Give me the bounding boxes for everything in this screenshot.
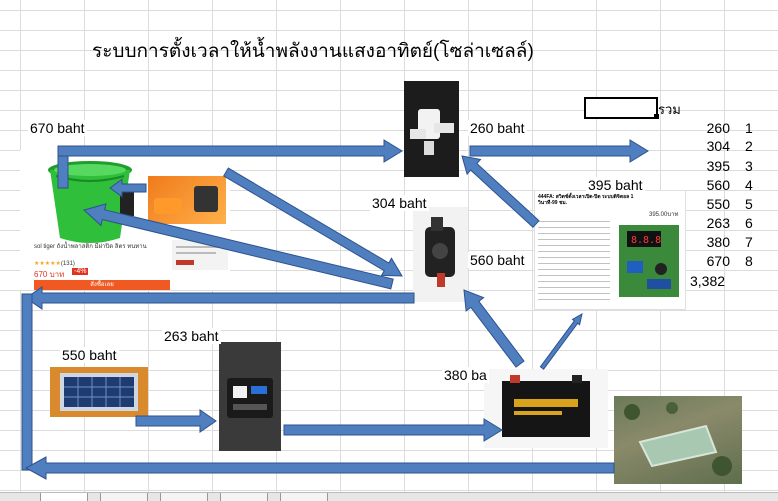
row-value: 380	[706, 234, 730, 250]
price-pump: 304 baht	[370, 195, 429, 211]
arrow-tank-to-valve	[57, 139, 403, 163]
row-index: 8	[745, 253, 753, 269]
row-value: 550	[706, 196, 730, 212]
controller-icon	[227, 378, 273, 418]
tank-card-price: 670 บาท	[34, 270, 65, 279]
row-value: 670	[706, 253, 730, 269]
table-row: 304 2	[660, 138, 760, 158]
row-index: 1	[745, 120, 753, 136]
timer-card-price: 395.00บาท	[649, 212, 679, 218]
price-560: 560 baht	[468, 252, 527, 268]
table-row: 260 1	[660, 120, 760, 140]
total-value: 3,382	[690, 273, 726, 289]
table-row: 263 6	[660, 215, 760, 235]
charge-controller-photo[interactable]	[219, 342, 281, 451]
sheet-tab[interactable]	[220, 493, 268, 501]
pump-box-photo	[148, 176, 226, 224]
arrow-pump-to-left	[25, 286, 415, 310]
sheet-tab[interactable]	[40, 493, 88, 501]
row-value: 260	[706, 120, 730, 136]
row-value: 395	[706, 158, 730, 174]
water-pump-photo[interactable]	[413, 207, 468, 302]
price-tank: 670 baht	[28, 120, 87, 136]
row-index: 3	[745, 158, 753, 174]
sheet-tab[interactable]	[100, 493, 148, 501]
diagram-title: ระบบการตั้งเวลาให้น้ำพลังงานแสงอาทิตย์(โ…	[92, 41, 534, 62]
arrow-valve-to-sheet	[469, 139, 649, 163]
solar-panel-icon	[60, 373, 138, 411]
svg-text:8.8.8: 8.8.8	[631, 235, 661, 246]
sheet-tab[interactable]	[160, 493, 208, 501]
product-details-strip	[172, 240, 228, 270]
price-timer: 395 baht	[586, 177, 645, 193]
table-row: 395 3	[660, 158, 760, 178]
timer-card-text	[538, 221, 610, 301]
tank-card-name: sol tiger ถังน้ำพลาสติก มีฝาปิด ลิตร ทนท…	[34, 244, 147, 250]
sheet-tab-bar	[0, 492, 778, 501]
timer-card-title: 444FA: สวิตช์ตั้งเวลาเปิด-ปิด ระบบดิจิตอ…	[538, 194, 634, 206]
sum-label: รวม	[658, 102, 681, 117]
row-value: 263	[706, 215, 730, 231]
arrow-controller-to-battery	[283, 418, 503, 442]
satellite-map-photo[interactable]	[614, 396, 742, 484]
arrow-panel-to-controller	[135, 409, 217, 433]
valve-icon	[410, 109, 454, 155]
price-panel: 550 baht	[60, 347, 119, 363]
row-index: 5	[745, 196, 753, 212]
sheet-tab[interactable]	[280, 493, 328, 501]
arrow-left-vertical	[21, 293, 33, 471]
table-row: 380 7	[660, 234, 760, 254]
table-row: 560 4	[660, 177, 760, 197]
map-icon	[624, 402, 732, 476]
arrow-pump-to-tank	[82, 203, 394, 290]
table-row: 670 8	[660, 253, 760, 273]
row-value: 560	[706, 177, 730, 193]
row-index: 7	[745, 234, 753, 250]
row-value: 304	[706, 138, 730, 154]
row-index: 4	[745, 177, 753, 193]
price-battery: 380 ba	[442, 367, 489, 383]
buy-button[interactable]: สั่งซื้อเลย	[34, 280, 170, 290]
timer-board-icon: 8.8.8	[619, 225, 679, 297]
discount-badge: -4%	[72, 268, 89, 275]
price-controller: 263 baht	[162, 328, 221, 344]
arrow-tank-to-pump	[223, 167, 403, 277]
solar-panel-photo[interactable]	[50, 367, 148, 417]
arrow-battery-to-timer	[539, 313, 583, 370]
row-index: 2	[745, 138, 753, 154]
pump-icon	[425, 217, 455, 287]
arrow-timer-to-valve	[461, 155, 540, 229]
arrow-thumb-to-tank	[109, 178, 147, 198]
price-valve: 260 baht	[468, 120, 527, 136]
selected-cell[interactable]	[584, 97, 658, 119]
rating-count: (131)	[60, 261, 75, 267]
arrow-battery-to-pump	[463, 289, 525, 368]
battery-photo[interactable]	[484, 369, 608, 448]
small-thumb	[120, 186, 134, 216]
fill-handle[interactable]	[654, 114, 659, 119]
arrow-bottom-to-left	[24, 456, 615, 480]
table-row: 550 5	[660, 196, 760, 216]
solenoid-valve-photo[interactable]	[404, 81, 459, 177]
row-index: 6	[745, 215, 753, 231]
battery-icon	[502, 375, 590, 437]
rating-stars: ★★★★★(131)	[34, 261, 75, 267]
